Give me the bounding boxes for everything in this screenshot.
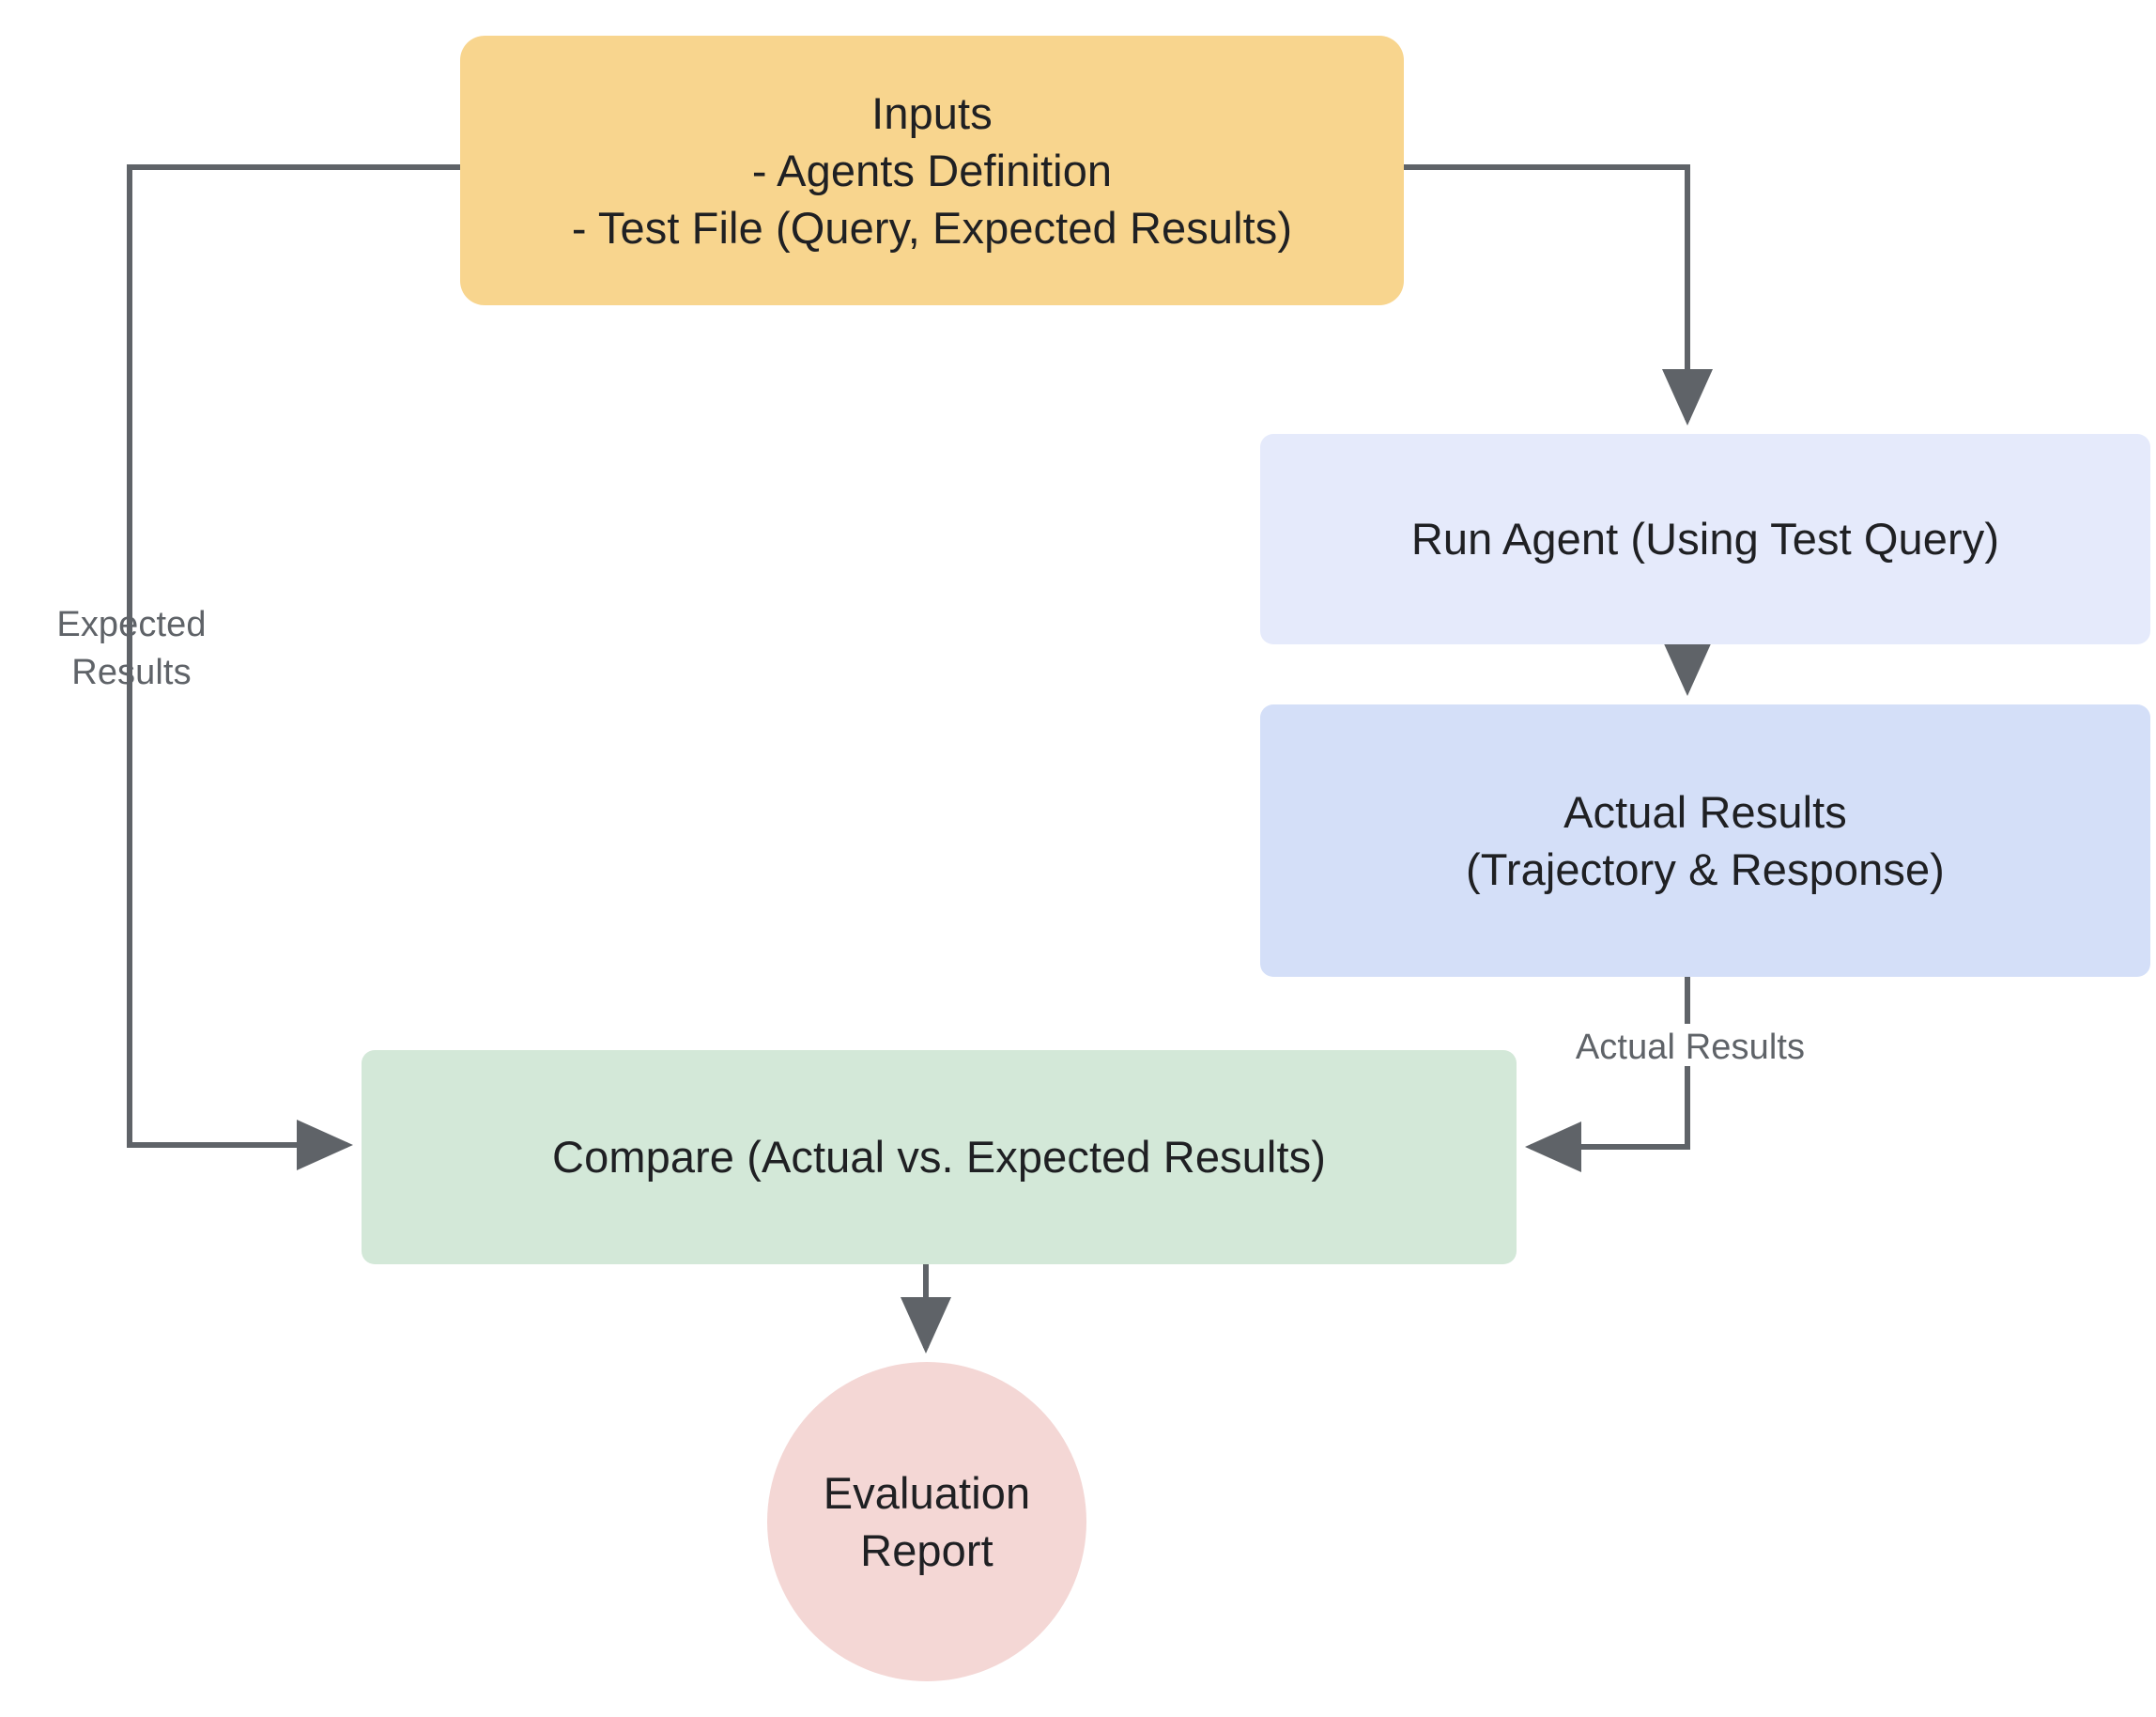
node-compare[interactable]: Compare (Actual vs. Expected Results) [362, 1050, 1517, 1264]
node-actual-results[interactable]: Actual Results (Trajectory & Response) [1260, 704, 2150, 977]
edge-label-actual-results: Actual Results [1575, 1028, 1806, 1067]
node-run-agent[interactable]: Run Agent (Using Test Query) [1260, 434, 2150, 644]
edge-label-expected-results: Expected Results [56, 605, 207, 692]
edge-inputs-to-run-agent [1404, 164, 1713, 425]
node-evaluation-report[interactable]: Evaluation Report [767, 1362, 1086, 1681]
node-inputs[interactable]: Inputs - Agents Definition - Test File (… [460, 36, 1404, 305]
edge-actual-results-to-compare-lower [1525, 1066, 1690, 1172]
